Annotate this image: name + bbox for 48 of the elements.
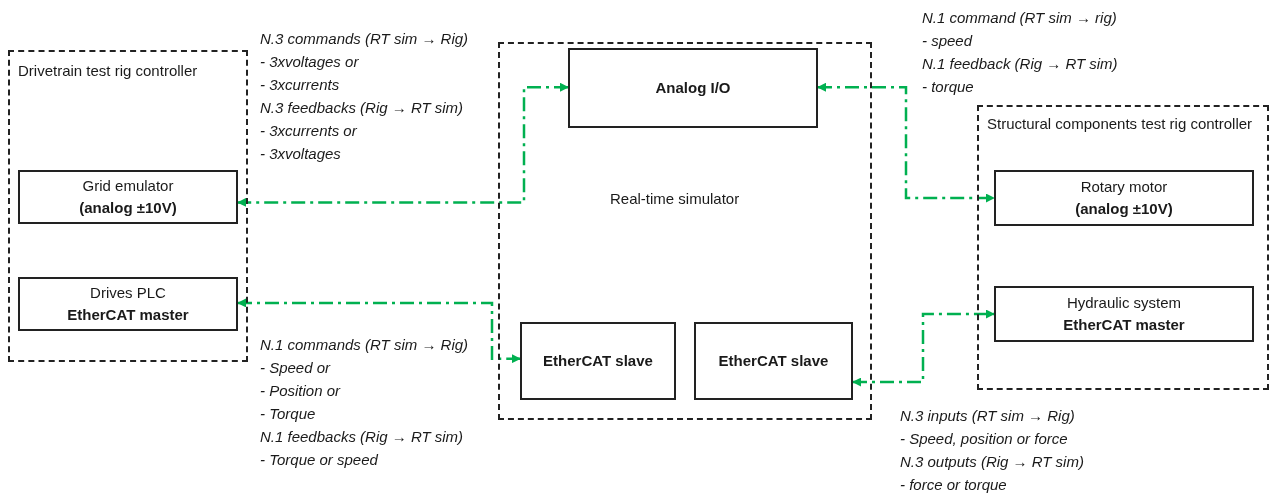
signal-note: - 3xvoltages or	[260, 52, 360, 72]
signal-note: N.3 inputs (RT sim → Rig)	[900, 406, 1076, 426]
dashed-group-frame	[498, 42, 872, 420]
signal-note: N.3 commands (RT sim → Rig)	[260, 29, 469, 49]
component-box	[694, 322, 853, 400]
signal-note: N.1 command (RT sim → rig)	[922, 8, 1118, 28]
component-box	[994, 286, 1254, 342]
component-label: EtherCAT slave	[543, 351, 653, 371]
component-box	[520, 322, 676, 400]
component-label: EtherCAT master	[1063, 315, 1185, 335]
signal-connector	[237, 298, 521, 364]
component-label: Rotary motor	[1080, 177, 1168, 197]
signal-note: - Speed or	[260, 358, 332, 378]
signal-note: - force or torque	[900, 475, 1008, 495]
component-label: EtherCAT slave	[718, 351, 829, 371]
component-label: (analog ±10V)	[1075, 199, 1173, 219]
component-label: Grid emulator	[82, 176, 174, 196]
component-label: Analog I/O	[655, 78, 731, 98]
signal-connector	[237, 82, 569, 207]
component-box	[568, 48, 818, 128]
component-box	[994, 170, 1254, 226]
signal-note: - 3xvoltages	[260, 144, 342, 164]
signal-note: N.3 outputs (Rig → RT sim)	[900, 452, 1084, 472]
signal-note: - 3xcurrents or	[260, 121, 358, 141]
component-label: (analog ±10V)	[79, 198, 177, 218]
signal-note: N.1 commands (RT sim → Rig)	[260, 335, 469, 355]
signal-note: N.3 feedbacks (Rig → RT sim)	[260, 98, 465, 118]
component-box	[18, 170, 238, 224]
signal-note: - torque	[922, 77, 975, 97]
component-label: Drives PLC	[90, 283, 166, 303]
dashed-group-frame	[8, 50, 248, 362]
signal-note: - Position or	[260, 381, 342, 401]
signal-note: - Torque	[260, 404, 317, 424]
component-box	[18, 277, 238, 331]
group-title: Structural components test rig controller	[987, 114, 1254, 134]
group-title: Real-time simulator	[610, 189, 741, 209]
signal-note: - speed	[922, 31, 974, 51]
component-label: Hydraulic system	[1066, 293, 1182, 313]
group-title: Drivetrain test rig controller	[18, 61, 199, 81]
dashed-group-frame	[977, 105, 1269, 390]
signal-note: - 3xcurrents	[260, 75, 341, 95]
signal-note: - Torque or speed	[260, 450, 379, 470]
signal-connector	[852, 309, 995, 387]
signal-connector	[817, 82, 995, 203]
signal-note: - Speed, position or force	[900, 429, 1069, 449]
signal-note: N.1 feedbacks (Rig → RT sim)	[260, 427, 465, 447]
signal-note: N.1 feedback (Rig → RT sim)	[922, 54, 1118, 74]
component-label: EtherCAT master	[67, 305, 189, 325]
